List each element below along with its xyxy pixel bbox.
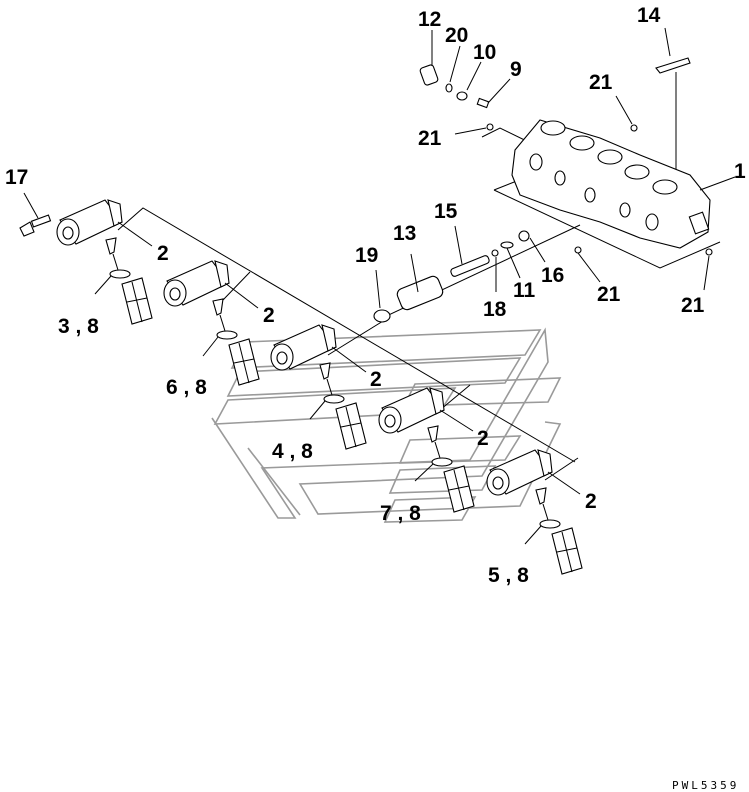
callout-2-fourth: 2 (477, 427, 489, 450)
connector-4-leader (414, 463, 434, 482)
callout-leaders (23, 27, 736, 309)
solenoid-1-stem (105, 237, 117, 255)
solenoid-1-wire (112, 253, 119, 271)
callout-19: 19 (355, 244, 378, 267)
solenoid-2-stem (212, 298, 224, 316)
callout-21-top-right: 21 (589, 71, 613, 94)
drawing-code: PWL5359 (672, 779, 739, 792)
connector-2-edge (238, 342, 250, 384)
solenoid-1-leader (117, 221, 153, 247)
callout-18: 18 (483, 298, 507, 321)
callout-3-8: 3 , 8 (58, 315, 99, 338)
solenoid-4-stem (427, 425, 439, 443)
solenoid-1-bracket (107, 199, 123, 227)
solenoid-3-wire (326, 378, 333, 396)
callout-2-first: 2 (157, 242, 169, 265)
callout-16: 16 (541, 264, 564, 287)
callout-9: 9 (510, 58, 522, 81)
solenoid-2-leader (224, 282, 259, 309)
decal-part (655, 57, 691, 74)
solenoid-1-bore (62, 226, 74, 240)
callout-17: 17 (5, 166, 28, 189)
solenoid-5-leader (547, 471, 581, 495)
valve-body (511, 119, 711, 249)
callout-2-second: 2 (263, 304, 275, 327)
solenoid-group (56, 199, 583, 575)
connector-1-leader (94, 275, 112, 295)
solenoid-4-leader (439, 409, 474, 432)
connector-4-edge (453, 469, 465, 511)
callout-12: 12 (418, 8, 441, 31)
callout-13: 13 (393, 222, 416, 245)
solenoid-4-bore (384, 414, 396, 428)
solenoid-2-bracket (214, 260, 230, 288)
callout-4-8: 4 , 8 (272, 440, 313, 463)
solenoid-3-bore (276, 351, 288, 365)
connector-3-flange (323, 394, 345, 404)
solenoid-4-bracket (429, 387, 445, 415)
callout-2-third: 2 (370, 368, 382, 391)
solenoid-5-wire (542, 503, 549, 521)
callout-5-8: 5 , 8 (488, 564, 529, 587)
solenoid-2-bore (169, 287, 181, 301)
connector-5-flange (539, 519, 561, 529)
callout-15: 15 (434, 200, 458, 223)
connector-2-flange (216, 330, 238, 340)
callout-20: 20 (445, 24, 468, 47)
connector-1-flange (109, 269, 131, 279)
connector-1-edge (131, 281, 143, 323)
callout-6-8: 6 , 8 (166, 376, 207, 399)
callout-7-8: 7 , 8 (380, 502, 421, 525)
connector-5-leader (524, 525, 542, 545)
solenoid-3-stem (319, 362, 331, 380)
callout-21-bottom-right: 21 (681, 294, 705, 317)
solenoid-2-wire (219, 314, 226, 332)
solenoid-4-wire (434, 441, 441, 459)
plug-dots (486, 123, 713, 256)
callout-21-left: 21 (418, 127, 442, 150)
connector-4-flange (431, 457, 453, 467)
solenoid-3-bracket (321, 324, 337, 352)
connector-5-edge (561, 531, 573, 573)
solenoid-5-stem (535, 487, 547, 505)
connector-3-edge (345, 406, 357, 448)
callout-2-fifth: 2 (585, 490, 597, 513)
solenoid-3-leader (331, 346, 367, 373)
callout-11: 11 (513, 279, 536, 302)
plug-parts (419, 64, 490, 109)
bolt-part (19, 214, 52, 237)
callout-21-bottom-mid: 21 (597, 283, 621, 306)
solenoid-5-bracket (537, 449, 553, 477)
callout-labels: 12 20 10 9 14 21 21 1 17 2 2 2 2 2 15 13… (5, 4, 746, 587)
callout-14: 14 (637, 4, 661, 27)
connector-2-leader (202, 336, 219, 357)
callout-10: 10 (473, 41, 496, 64)
solenoid-5-bore (492, 476, 504, 490)
callout-1: 1 (734, 160, 746, 183)
connector-3-leader (309, 400, 326, 420)
